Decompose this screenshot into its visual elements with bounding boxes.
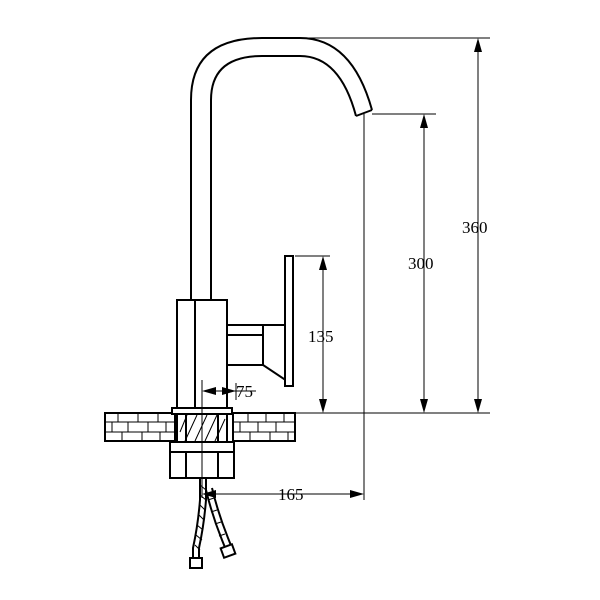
dim-label-165: 165	[278, 485, 304, 504]
dim-label-300: 300	[408, 254, 434, 273]
dim-165-arrow-right	[350, 490, 364, 498]
dim-360-arrow-top	[474, 38, 482, 52]
countertop-left	[104, 412, 176, 442]
dimension-labels: 360 300 135 75 165	[236, 218, 488, 504]
hose-right	[205, 489, 227, 551]
handle-lever	[284, 255, 294, 387]
dim-135-arrow-top	[319, 256, 327, 270]
dim-75-arrow-right	[222, 387, 236, 395]
dimension-lines	[202, 38, 482, 498]
hose-left-2	[198, 478, 207, 560]
extension-lines	[201, 37, 490, 500]
spout-inner-line	[210, 55, 357, 300]
dim-165-arrow-left	[202, 490, 216, 498]
body-neck	[226, 324, 266, 366]
hose-right-fitting	[219, 542, 237, 560]
countertop-right	[232, 412, 296, 442]
hose-left	[192, 478, 201, 560]
hose-left-fitting	[189, 557, 203, 569]
dim-300-arrow-top	[420, 114, 428, 128]
dim-label-135: 135	[308, 327, 334, 346]
hose-right-braid	[207, 497, 226, 537]
countertop	[104, 412, 296, 442]
lever-handle	[262, 255, 294, 387]
hose-left-braid	[194, 484, 207, 551]
dim-360-arrow-bottom	[474, 399, 482, 413]
spout-tip	[355, 109, 373, 117]
countertop-hatch-left	[105, 413, 175, 441]
dim-75-arrow-left	[202, 387, 216, 395]
countertop-hatch-right	[233, 413, 295, 441]
spout	[190, 37, 373, 300]
spout-outer-line	[190, 37, 373, 300]
dim-300-arrow-bottom	[420, 399, 428, 413]
dim-label-360: 360	[462, 218, 488, 237]
dim-135-arrow-bottom	[319, 399, 327, 413]
dim-label-75: 75	[236, 382, 253, 401]
